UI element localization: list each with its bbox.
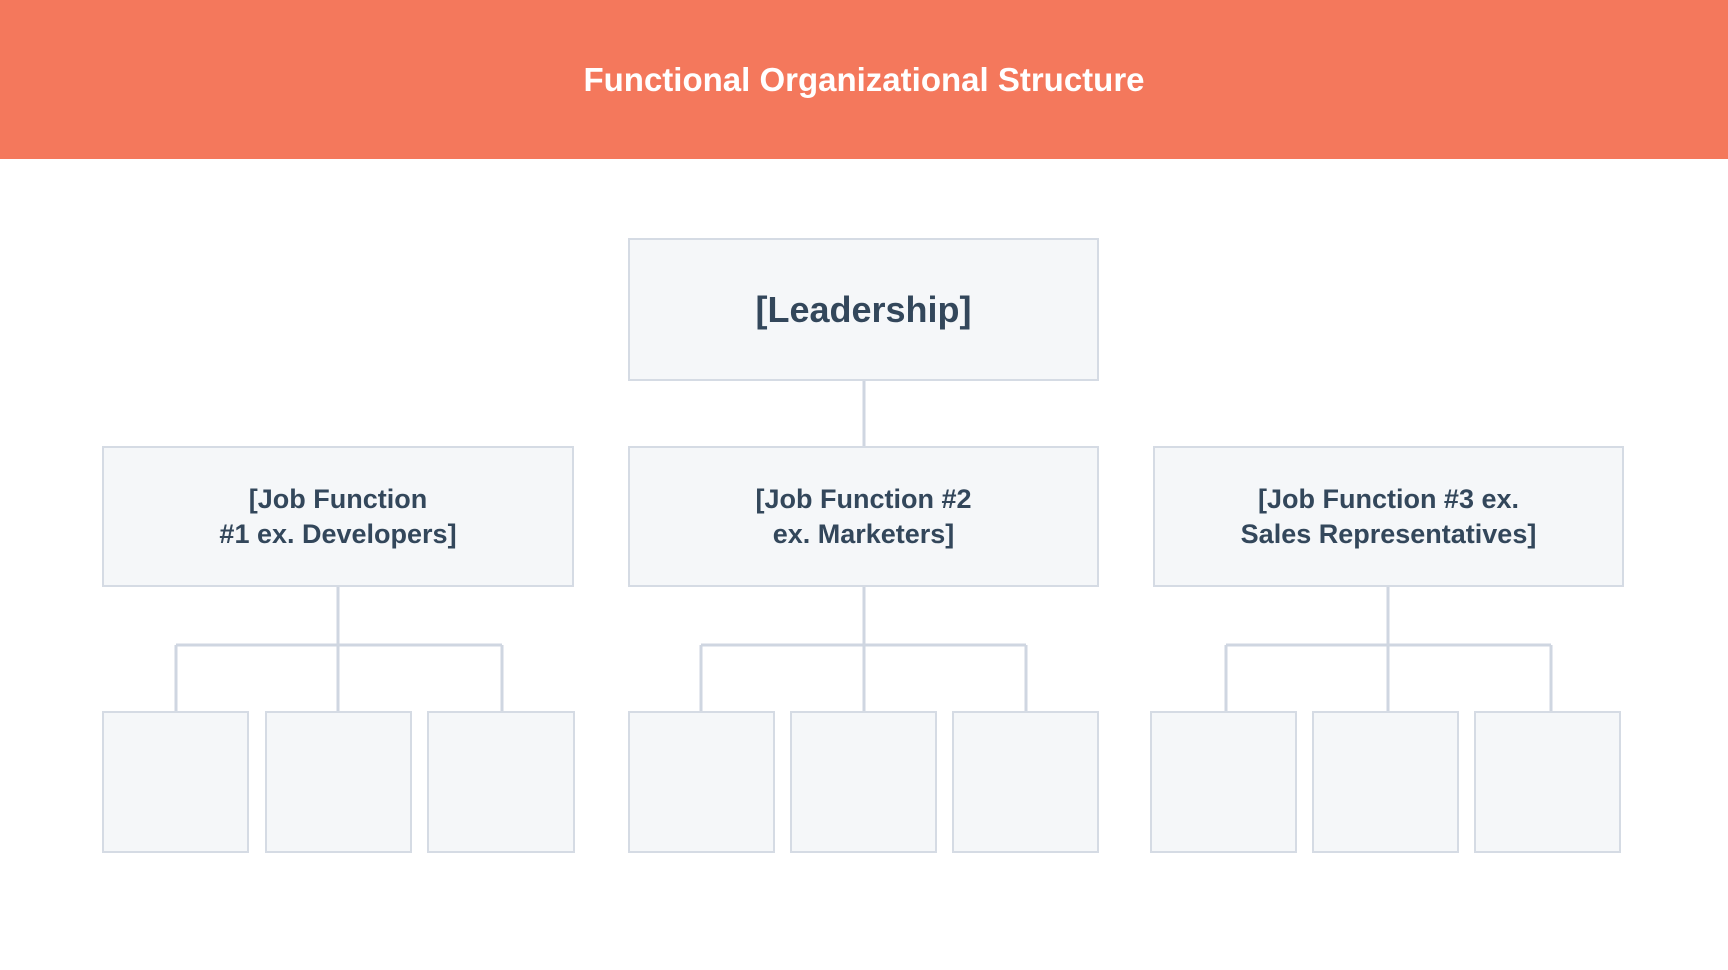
function-box-3: [Job Function #3 ex. Sales Representativ… bbox=[1153, 446, 1624, 587]
member-box bbox=[427, 711, 575, 853]
member-box bbox=[1312, 711, 1459, 853]
member-box bbox=[952, 711, 1099, 853]
leadership-label: [Leadership] bbox=[755, 288, 972, 330]
member-box bbox=[1474, 711, 1621, 853]
member-box bbox=[1150, 711, 1297, 853]
member-box bbox=[265, 711, 412, 853]
function-label-1: [Job Function #1 ex. Developers] bbox=[219, 483, 457, 549]
header-banner: Functional Organizational Structure bbox=[0, 0, 1728, 159]
diagram-title: Functional Organizational Structure bbox=[583, 60, 1145, 98]
function-box-2: [Job Function #2 ex. Marketers] bbox=[628, 446, 1099, 587]
leadership-box: [Leadership] bbox=[628, 238, 1099, 381]
function-label-3: [Job Function #3 ex. Sales Representativ… bbox=[1240, 483, 1537, 549]
function-box-1: [Job Function #1 ex. Developers] bbox=[102, 446, 574, 587]
member-box bbox=[102, 711, 249, 853]
function-label-2: [Job Function #2 ex. Marketers] bbox=[755, 483, 972, 549]
member-box bbox=[628, 711, 775, 853]
member-box bbox=[790, 711, 937, 853]
